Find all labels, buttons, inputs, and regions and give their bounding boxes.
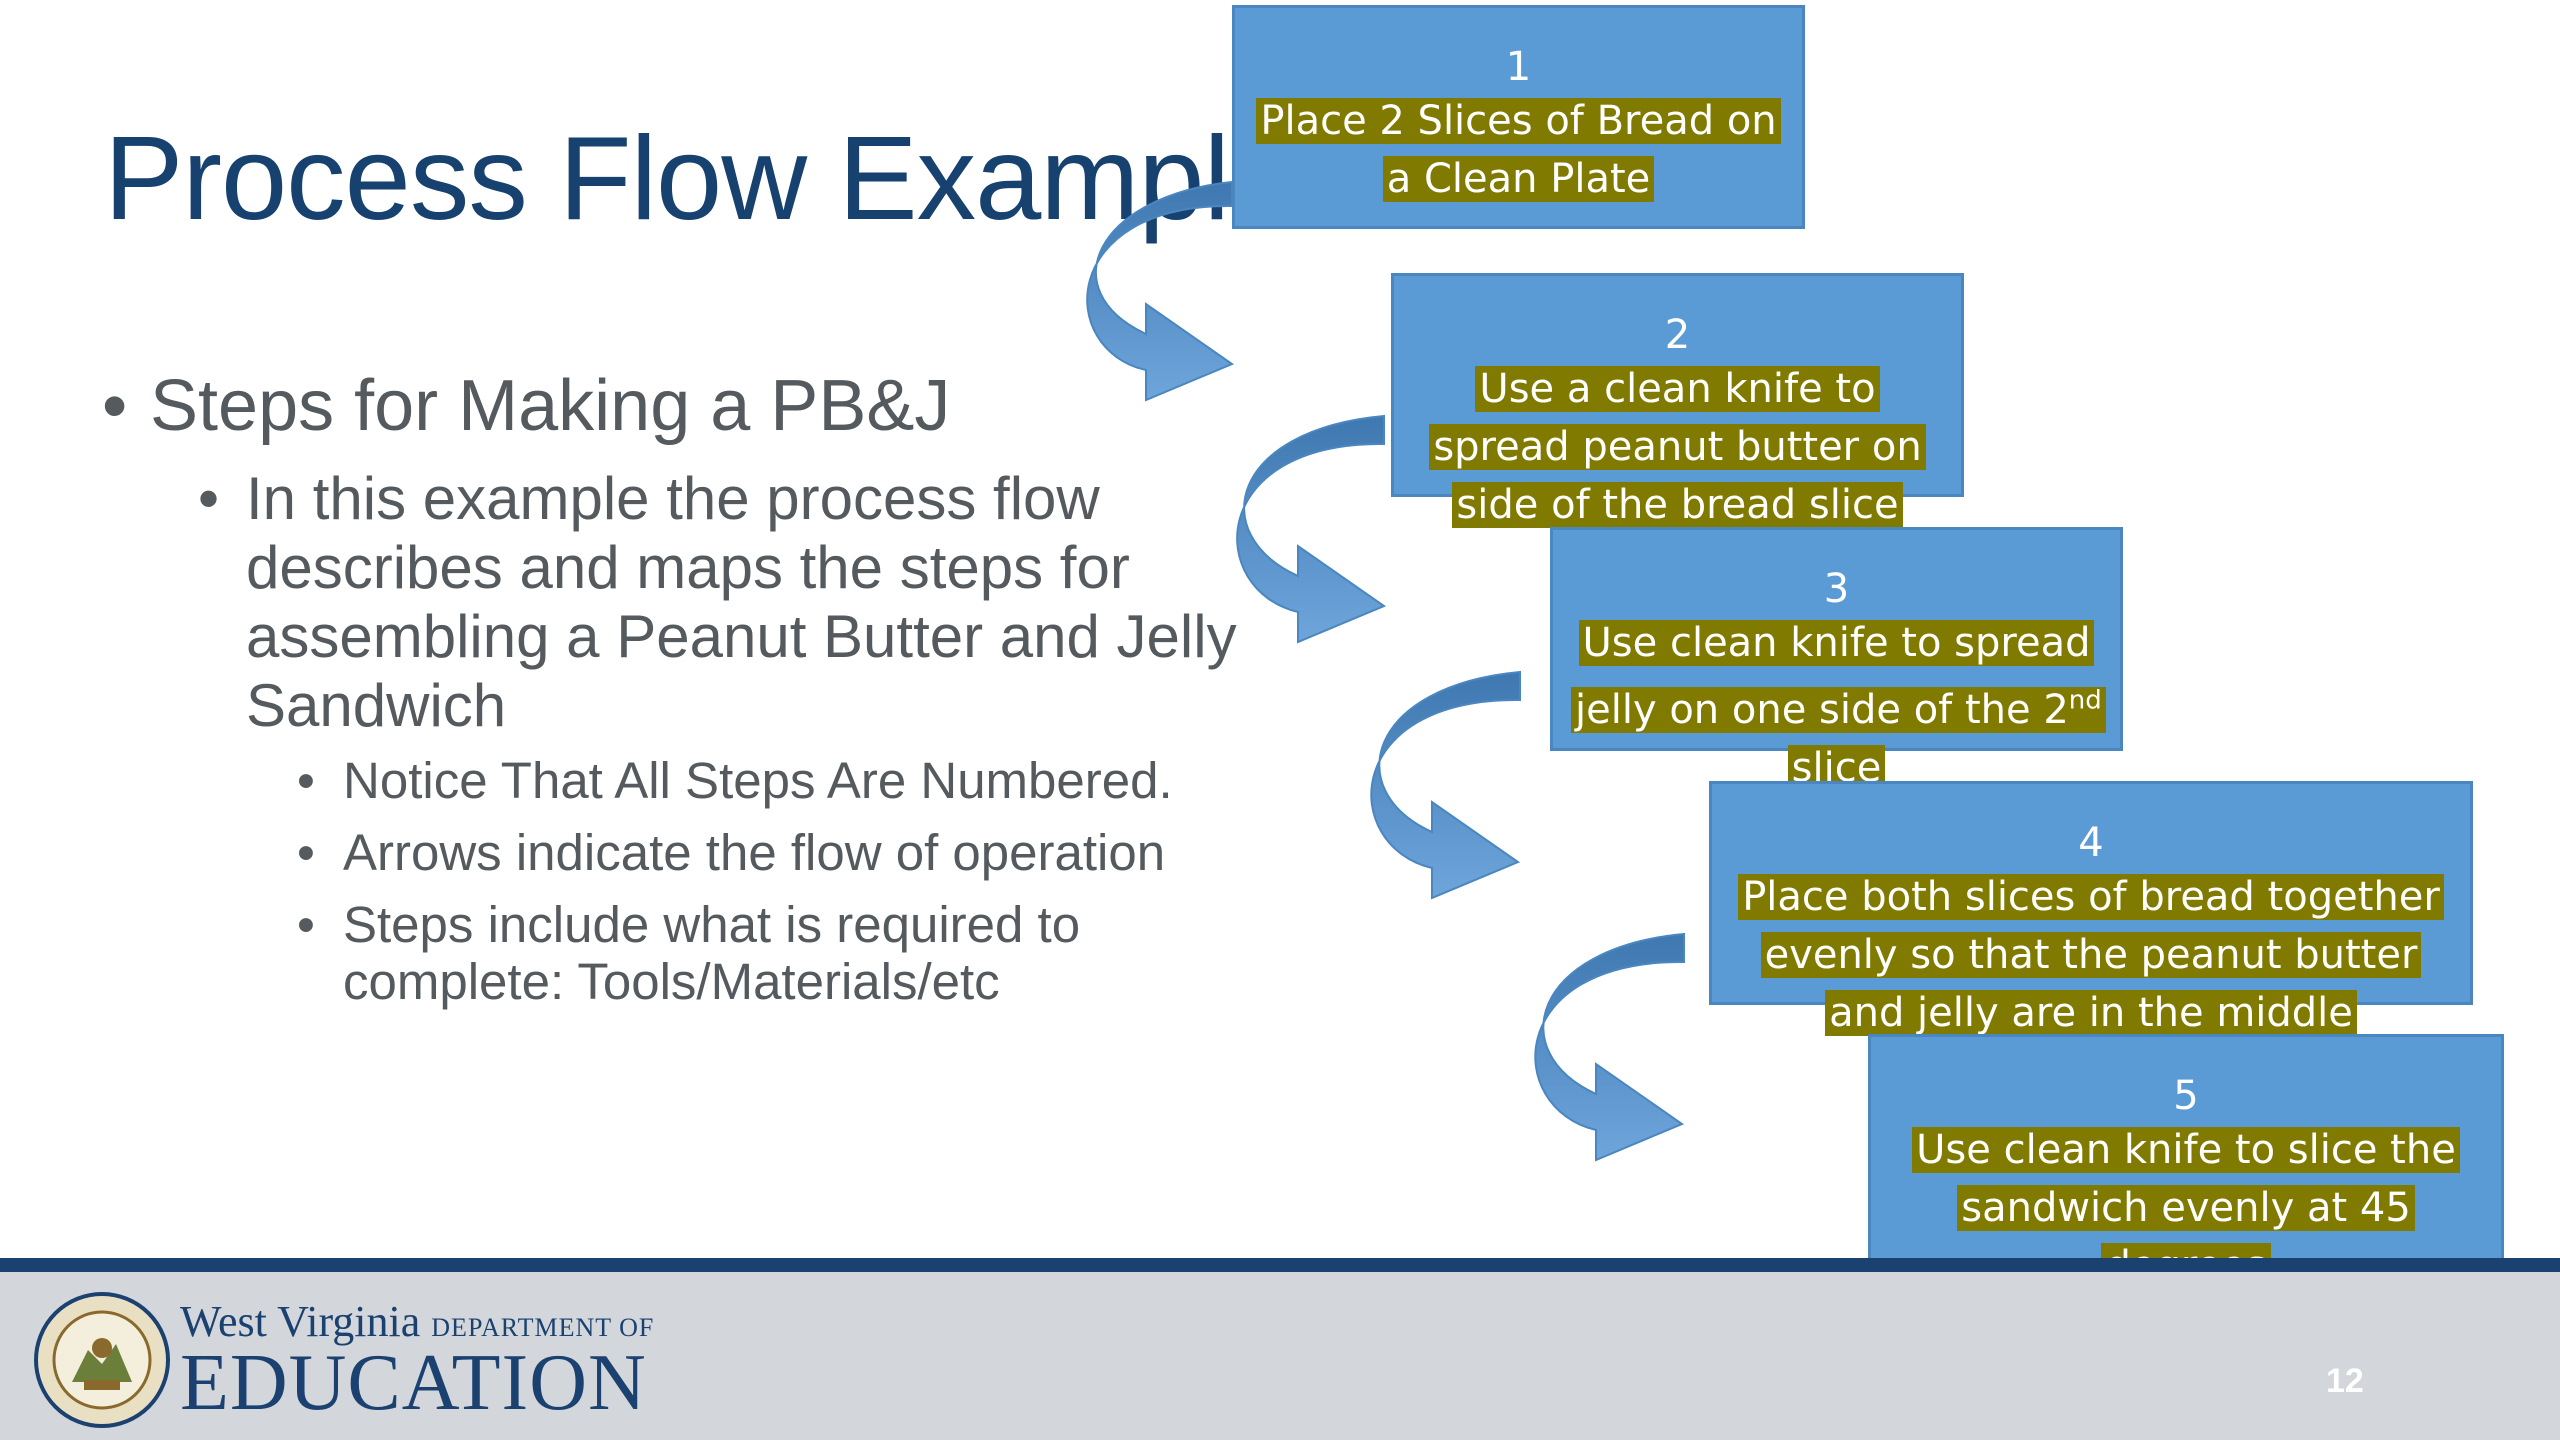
- org-name-line2: EDUCATION: [180, 1339, 647, 1427]
- step-number: 5: [2173, 1073, 2199, 1119]
- bullet-dot: •: [102, 366, 128, 446]
- state-seal-logo: [34, 1292, 170, 1428]
- org-name-line1: West Virginia DEPARTMENT OF: [180, 1296, 654, 1347]
- step-number: 1: [1505, 44, 1532, 90]
- step-box-2: 2 Use a clean knife to spread peanut but…: [1391, 273, 1964, 528]
- bullet-level2: • In this example the process flow descr…: [198, 464, 1246, 740]
- bullet-text: Steps include what is required to comple…: [343, 896, 1081, 1010]
- bullet-text: In this example the process flow describ…: [246, 465, 1237, 739]
- bullet-dot: •: [297, 752, 315, 809]
- org-department: DEPARTMENT OF: [431, 1313, 655, 1342]
- step-box-3: 3 Use clean knife to spread jelly on one…: [1550, 527, 2123, 792]
- step-text: Use a clean knife to spread peanut butte…: [1429, 366, 1926, 528]
- bullet-text: Steps for Making a PB&J: [150, 366, 951, 446]
- bullet-dot: •: [297, 896, 315, 953]
- step-text-superscript: nd: [2068, 686, 2102, 716]
- step-box-5: 5 Use clean knife to slice the sandwich …: [1868, 1034, 2504, 1289]
- bullet-text: Notice That All Steps Are Numbered.: [343, 752, 1173, 809]
- bullet-text: Arrows indicate the flow of operation: [343, 824, 1166, 881]
- step-text: Use clean knife to spread jelly on one s…: [1571, 620, 2106, 792]
- step-text-part: Use clean knife to spread jelly on one s…: [1575, 620, 2091, 734]
- step-text: Place 2 Slices of Bread on a Clean Plate: [1256, 98, 1781, 202]
- flow-arrow: [1534, 932, 1685, 1162]
- bullet-level1: • Steps for Making a PB&J: [102, 366, 1250, 446]
- bullet-level3: • Notice That All Steps Are Numbered.: [297, 752, 1243, 809]
- bullet-dot: •: [297, 824, 315, 881]
- step-number: 3: [1823, 566, 1850, 612]
- footer-bar: West Virginia DEPARTMENT OF EDUCATION 12: [0, 1258, 2560, 1440]
- flow-arrow: [1236, 414, 1387, 644]
- bullet-level3: • Arrows indicate the flow of operation: [297, 824, 1243, 881]
- slide-title: Process Flow Exampl: [104, 112, 1230, 245]
- step-number: 4: [2078, 820, 2104, 866]
- bullet-level3: • Steps include what is required to comp…: [297, 896, 1243, 1010]
- flow-arrow: [1086, 180, 1235, 402]
- flow-arrow: [1370, 670, 1521, 900]
- bullet-dot: •: [198, 465, 220, 532]
- step-text: Place both slices of bread together even…: [1738, 874, 2444, 1036]
- page-number: 12: [2326, 1362, 2364, 1400]
- org-state: West Virginia: [180, 1297, 421, 1346]
- step-number: 2: [1664, 312, 1691, 358]
- step-box-4: 4 Place both slices of bread together ev…: [1709, 781, 2473, 1036]
- step-box-1: 1 Place 2 Slices of Bread on a Clean Pla…: [1232, 5, 1805, 229]
